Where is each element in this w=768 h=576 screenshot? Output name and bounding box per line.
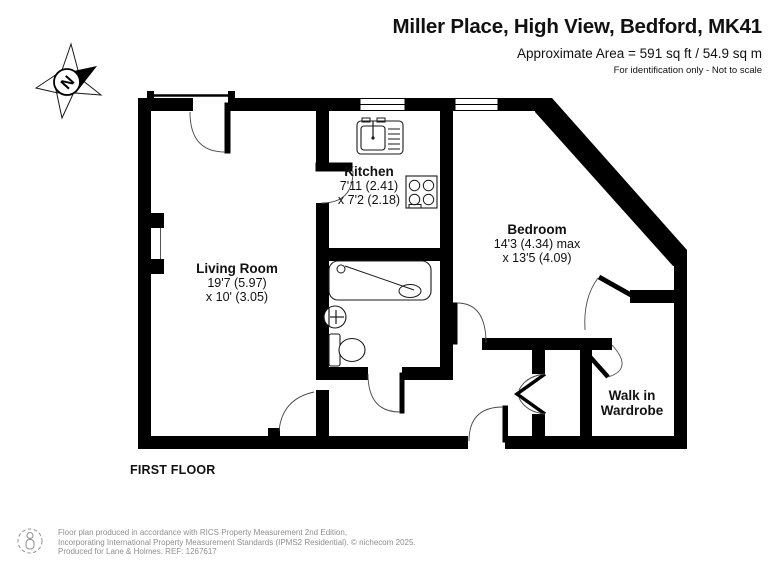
- page-title: Miller Place, High View, Bedford, MK41: [392, 15, 763, 38]
- kitchen-dim1: 7'11 (2.41): [339, 179, 399, 193]
- person-logo-icon: [17, 528, 43, 554]
- footer-line1: Floor plan produced in accordance with R…: [58, 528, 348, 537]
- footer-line2: Incorporating International Property Mea…: [58, 537, 416, 547]
- approximate-area: Approximate Area = 591 sq ft / 54.9 sq m: [516, 46, 762, 61]
- door-living-room-balcony: [189, 102, 231, 154]
- room-label-living-room: Living Room 19'7 (5.97) x 10' (3.05): [196, 261, 278, 305]
- north-compass-icon: N: [34, 42, 103, 120]
- door-wardrobe: [582, 344, 623, 379]
- disclaimer-note: For identification only - Not to scale: [613, 65, 762, 76]
- railing: [147, 91, 235, 99]
- room-label-kitchen: Kitchen 7'11 (2.41) x 7'2 (2.18): [337, 164, 401, 208]
- bathtub-icon: [328, 260, 432, 301]
- door-kitchen: [315, 162, 354, 204]
- kitchen-name: Kitchen: [344, 164, 394, 179]
- door-bedroom-inner: [584, 274, 633, 331]
- window-kitchen: [359, 98, 406, 111]
- door-bedroom: [452, 302, 487, 345]
- door-entrance: [468, 405, 508, 443]
- bedroom-name: Bedroom: [507, 222, 567, 237]
- room-label-bedroom: Bedroom 14'3 (4.34) max x 13'5 (4.09): [493, 222, 581, 266]
- living-room-name: Living Room: [196, 261, 278, 276]
- door-cupboard-bifold: [513, 372, 547, 416]
- kitchen-sink-icon: [356, 117, 404, 155]
- interior-walls: [268, 111, 674, 437]
- hob-icon: [405, 175, 438, 209]
- toilet-icon: [328, 333, 366, 367]
- window-bedroom: [454, 98, 499, 111]
- living-room-dim1: 19'7 (5.97): [207, 276, 267, 290]
- bedroom-dim2: x 13'5 (4.09): [502, 251, 572, 265]
- door-bathroom: [367, 372, 405, 414]
- living-room-dim2: x 10' (3.05): [205, 290, 269, 304]
- footer-disclaimer: Floor plan produced in accordance with R…: [58, 528, 416, 557]
- wardrobe-line2: Wardrobe: [600, 403, 664, 418]
- room-label-wardrobe: Walk in Wardrobe: [601, 388, 664, 418]
- footer-line3: Produced for Lane & Holmes. REF: 1267617: [58, 547, 217, 557]
- bedroom-dim1: 14'3 (4.34) max: [493, 237, 581, 251]
- door-living-room-hall: [278, 391, 315, 432]
- floor-label: FIRST FLOOR: [130, 463, 216, 477]
- basin-icon: [323, 305, 347, 329]
- wardrobe-line1: Walk in: [608, 388, 656, 403]
- kitchen-dim2: x 7'2 (2.18): [337, 193, 401, 207]
- exterior-walls: [138, 98, 687, 449]
